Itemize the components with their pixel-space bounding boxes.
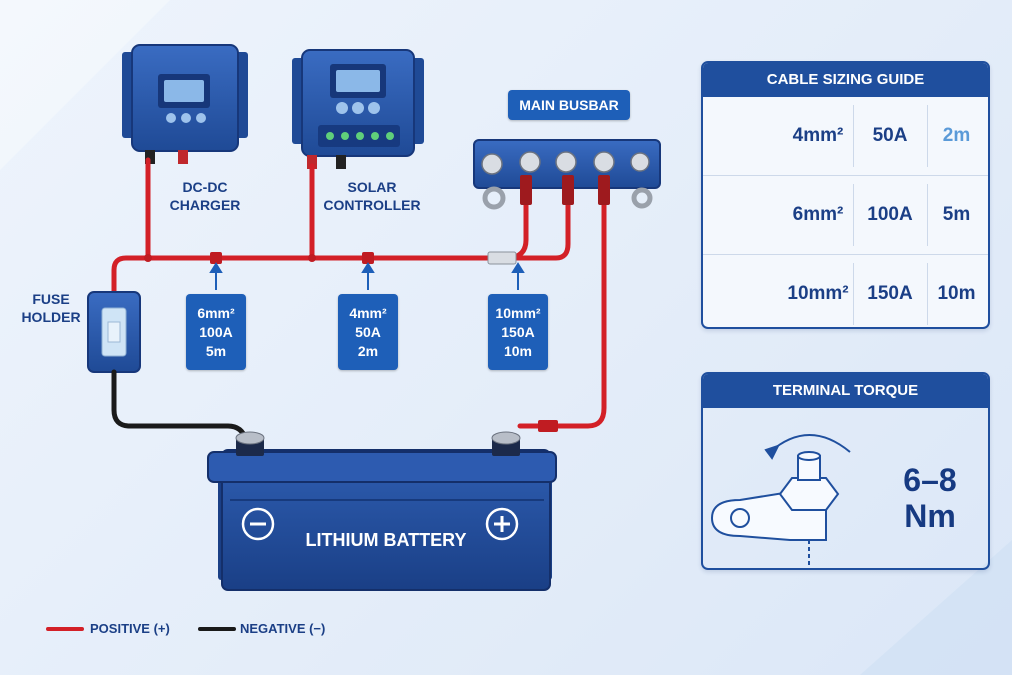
guide-current: 150A [867,283,913,304]
torque-range: 6–8 [903,462,957,498]
guide-current: 100A [867,204,913,225]
fuse-holder-label: FUSE HOLDER [20,290,82,326]
torque-illustration [710,434,851,566]
spec-current: 50A [355,323,381,340]
spec-current: 100A [199,323,233,340]
cable-guide-row: 6mm² 100A 5m [703,176,988,255]
wire-joints [144,175,610,432]
spec-arrows [209,262,525,290]
torque-unit: Nm [904,498,956,534]
cable-spec-box: 10mm² 150A 10m [488,294,548,370]
cable-spec-box: 4mm² 50A 2m [338,294,398,370]
cable-guide-row: 10mm² 150A 10m [703,255,988,327]
solar-controller-label: SOLAR CONTROLLER [312,178,432,214]
fuse-label-line2: HOLDER [21,309,81,325]
solar-label-line2: CONTROLLER [323,197,421,213]
guide-length: 2m [942,125,971,146]
guide-length: 5m [942,204,971,225]
cable-spec-box: 6mm² 100A 5m [186,294,246,370]
solar-label-line1: SOLAR [347,179,397,195]
bg-shape [860,540,1012,675]
fuse-holder [87,291,141,373]
terminal-torque-panel: TERMINAL TORQUE [701,372,990,570]
spec-size: 6mm² [197,304,235,321]
legend-positive: POSITIVE (+) [90,621,170,636]
negative-wire [111,369,249,443]
solar-controller [292,49,424,169]
torque-value: 6–8 Nm [890,462,970,534]
dcdc-charger [122,44,248,164]
spec-length: 5m [205,342,227,359]
guide-size: 6mm² [792,204,844,225]
spec-length: 2m [357,342,379,359]
cable-guide-title: CABLE SIZING GUIDE [703,63,988,97]
cable-sizing-guide: CABLE SIZING GUIDE 4mm² 50A 2m 6mm² 100A… [701,61,990,329]
fuse-label-line1: FUSE [32,291,70,307]
dcdc-label-line1: DC-DC [182,179,228,195]
guide-length: 10m [937,283,976,304]
spec-size: 4mm² [349,304,387,321]
guide-size: 10mm² [787,283,849,304]
spec-length: 10m [503,342,533,359]
dcdc-label-line2: CHARGER [169,197,241,213]
positive-wires [111,157,607,429]
lithium-battery [207,431,557,591]
torque-title: TERMINAL TORQUE [703,374,988,408]
spec-current: 150A [501,323,535,340]
cable-guide-row: 4mm² 50A 2m [703,97,988,176]
guide-size: 4mm² [792,125,844,146]
legend-negative: NEGATIVE (−) [240,621,326,636]
dcdc-charger-label: DC-DC CHARGER [150,178,260,214]
spec-size: 10mm² [495,304,541,321]
guide-current: 50A [872,125,908,146]
main-busbar-label: MAIN BUSBAR [508,90,630,120]
battery-label: LITHIUM BATTERY [305,530,467,550]
bg-shape [0,0,170,170]
